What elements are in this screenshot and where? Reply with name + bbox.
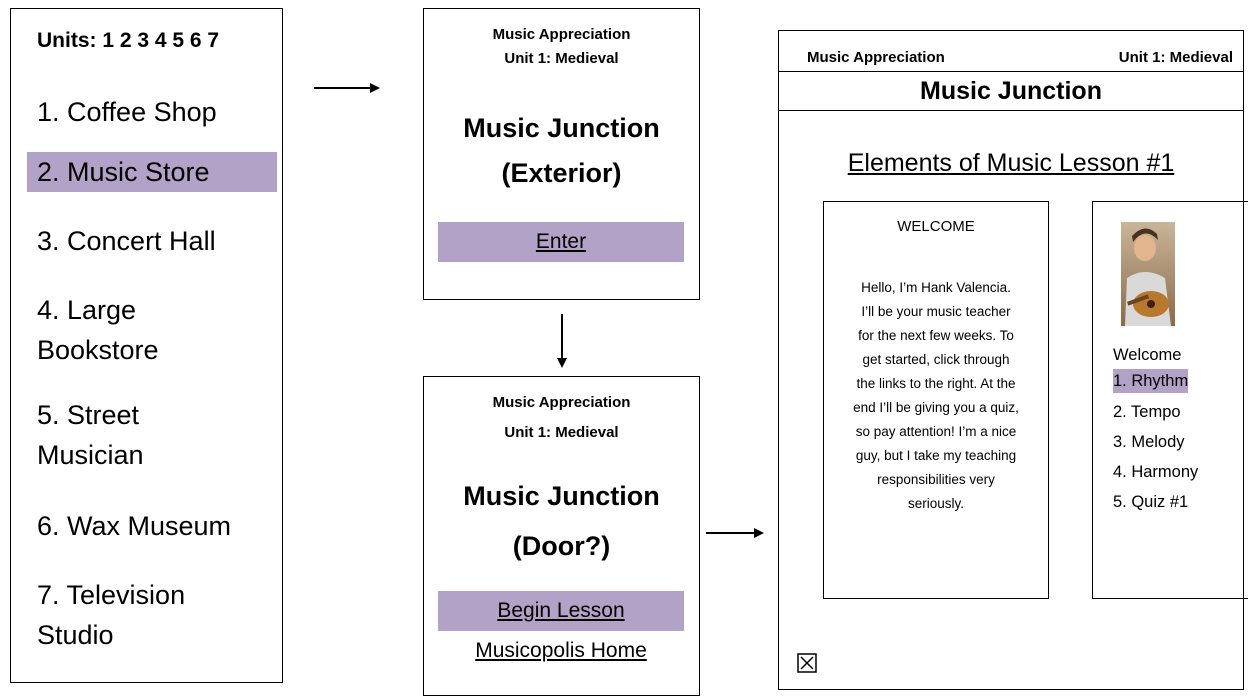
- unit-item-label: 1. Coffee Shop: [37, 97, 217, 127]
- teacher-photo: [1121, 222, 1175, 326]
- screen-title-line1: Music Junction: [463, 481, 660, 511]
- welcome-line: the links to the right. At the: [856, 376, 1016, 391]
- welcome-line: Hello, I’m Hank Valencia.: [861, 280, 1011, 295]
- unit-title: Unit 1: Medieval: [1118, 49, 1233, 66]
- unit-item-label-line1: 7. Television: [37, 580, 186, 610]
- unit-title: Unit 1: Medieval: [504, 50, 619, 67]
- screen-title-line2: (Exterior): [501, 158, 622, 188]
- location-title: Music Junction: [920, 77, 1102, 105]
- header-divider: [779, 71, 1243, 72]
- nav-link-quiz[interactable]: 5. Quiz #1: [1113, 493, 1189, 511]
- flow-arrow-right: [706, 528, 764, 538]
- exterior-screen: Music Appreciation Unit 1: Medieval Musi…: [423, 8, 700, 300]
- enter-button-label: Enter: [535, 230, 587, 253]
- flow-arrow-right: [314, 83, 380, 93]
- welcome-line: I’ll be your music teacher: [861, 304, 1011, 319]
- nav-link-welcome[interactable]: Welcome: [1113, 346, 1182, 364]
- welcome-line: get started, click through: [862, 352, 1010, 367]
- door-screen: Music Appreciation Unit 1: Medieval Musi…: [423, 376, 700, 696]
- unit-item-label: 2. Music Store: [37, 157, 210, 187]
- begin-lesson-button[interactable]: Begin Lesson: [438, 591, 684, 631]
- unit-item-label-line2: Bookstore: [37, 335, 159, 365]
- welcome-line: end I’ll be giving you a quiz,: [853, 400, 1019, 415]
- course-title: Music Appreciation: [492, 394, 631, 411]
- unit-item-label-line2: Musician: [37, 440, 144, 470]
- flow-arrow-down: [557, 314, 567, 368]
- musicopolis-home-label: Musicopolis Home: [475, 639, 647, 662]
- units-header[interactable]: Units: 1 2 3 4 5 6 7: [37, 29, 220, 52]
- unit-item-street-musician[interactable]: 5. Street Musician: [27, 395, 277, 475]
- welcome-line: for the next few weeks. To: [858, 328, 1014, 343]
- unit-item-concert-hall[interactable]: 3. Concert Hall: [27, 221, 277, 261]
- nav-link-melody[interactable]: 3. Melody: [1113, 433, 1185, 451]
- screen-title-line2: (Door?): [512, 531, 611, 561]
- unit-item-label-line1: 4. Large: [37, 295, 137, 325]
- nav-link-harmony[interactable]: 4. Harmony: [1113, 463, 1199, 481]
- course-title: Music Appreciation: [807, 49, 945, 66]
- unit-item-wax-museum[interactable]: 6. Wax Museum: [27, 506, 277, 546]
- begin-lesson-label: Begin Lesson: [497, 599, 625, 622]
- unit-item-label: 6. Wax Museum: [37, 511, 232, 541]
- unit-item-television-studio[interactable]: 7. Television Studio: [27, 575, 277, 655]
- welcome-line: so pay attention! I’m a nice: [855, 424, 1017, 439]
- unit-item-music-store[interactable]: 2. Music Store: [27, 152, 277, 192]
- course-title: Music Appreciation: [492, 26, 631, 43]
- musicopolis-home-link[interactable]: Musicopolis Home: [438, 631, 684, 671]
- welcome-text: Hello, I’m Hank Valencia. I’ll be your m…: [830, 276, 1042, 516]
- enter-button[interactable]: Enter: [438, 222, 684, 262]
- nav-link-rhythm[interactable]: 1. Rhythm: [1113, 369, 1189, 393]
- welcome-line: guy, but I take my teaching: [855, 448, 1017, 463]
- lesson-header: Music Appreciation Unit 1: Medieval Musi…: [779, 31, 1243, 111]
- nav-link-tempo[interactable]: 2. Tempo: [1113, 403, 1181, 421]
- welcome-line: responsibilities very: [877, 472, 995, 487]
- unit-title: Unit 1: Medieval: [504, 424, 619, 441]
- lesson-screen: Music Appreciation Unit 1: Medieval Musi…: [778, 30, 1248, 690]
- unit-item-large-bookstore[interactable]: 4. Large Bookstore: [27, 290, 277, 370]
- unit-item-label: 3. Concert Hall: [37, 226, 216, 256]
- welcome-line: seriously.: [907, 496, 965, 511]
- unit-item-label-line2: Studio: [37, 620, 114, 650]
- welcome-heading: WELCOME: [897, 218, 975, 235]
- unit-item-coffee-shop[interactable]: 1. Coffee Shop: [27, 92, 277, 132]
- lesson-title: Elements of Music Lesson #1: [847, 149, 1175, 177]
- screen-title-line1: Music Junction: [463, 113, 660, 143]
- close-box-icon[interactable]: [797, 653, 817, 673]
- lesson-nav-panel: Welcome 1. Rhythm 2. Tempo 3. Melody 4. …: [1092, 201, 1248, 599]
- unit-item-label-line1: 5. Street: [37, 400, 140, 430]
- welcome-panel: WELCOME Hello, I’m Hank Valencia. I’ll b…: [823, 201, 1049, 599]
- units-panel: Units: 1 2 3 4 5 6 7 1. Coffee Shop 2. M…: [10, 8, 283, 683]
